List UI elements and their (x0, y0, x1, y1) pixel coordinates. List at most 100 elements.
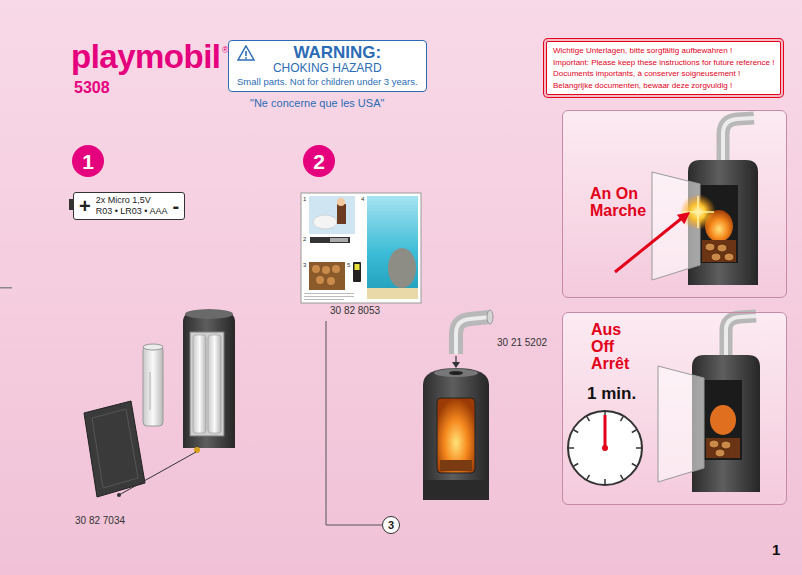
stove-on (711, 253, 721, 261)
step-number: 1 (72, 145, 104, 177)
sticker-sheet (322, 266, 330, 274)
arrow (677, 212, 690, 224)
off-text: Aus Off Arrêt (591, 322, 629, 372)
stove-on (682, 211, 714, 213)
battery-stove (185, 309, 233, 319)
battery-cell (150, 372, 151, 410)
page-number: 1 (772, 542, 780, 557)
stove-on (717, 244, 727, 252)
callout-number: 3 (382, 516, 400, 534)
sticker-number: 2 (302, 236, 307, 242)
stove-on (705, 243, 715, 251)
stove-off (721, 441, 731, 449)
sticker-sheet (337, 198, 345, 206)
warning-icon (238, 46, 254, 60)
stove (423, 480, 489, 500)
instruction-line: Documents importants, à conserver soigne… (553, 68, 774, 80)
instruction-line: Important: Please keep these instruction… (553, 57, 774, 69)
stove (452, 362, 460, 368)
set-number: 5308 (74, 80, 110, 96)
region-note: "Ne concerne que les USA" (250, 98, 384, 109)
sticker-sheet (332, 265, 340, 273)
stove (455, 356, 456, 362)
leader-line (117, 493, 121, 497)
stove-on (724, 253, 734, 261)
sticker-sheet (330, 238, 348, 242)
sticker-sheet (353, 262, 361, 282)
battery-spec: R03 • LR03 • AAA (96, 206, 168, 217)
on-panel: An On Marche (562, 110, 787, 298)
sticker-sheet (304, 293, 354, 294)
clock (602, 445, 608, 451)
instruction-line: Belangrijke documenten, bewaar deze zorg… (553, 80, 774, 92)
stove-on (652, 118, 758, 285)
warning-note: Small parts. Not for children under 3 ye… (237, 76, 418, 87)
stove (487, 310, 493, 324)
sticker-sheet (301, 193, 421, 303)
sticker-sheet (388, 248, 416, 288)
sticker-number: 5 (346, 262, 351, 268)
clock (632, 430, 636, 433)
clock (636, 447, 641, 449)
clock (632, 464, 636, 467)
stove-off (709, 440, 719, 448)
sticker-sheet (304, 299, 344, 300)
sticker-sheet (367, 288, 418, 299)
warning-heading: WARNING: (237, 44, 418, 62)
step-number-text: 2 (313, 151, 325, 172)
battery-label: +2x Micro 1,5VR03 • LR03 • AAA- (73, 192, 185, 220)
warning-icon (237, 45, 255, 61)
leader-line (119, 452, 196, 495)
sticker-sheet (313, 215, 337, 229)
clock (568, 411, 642, 485)
clock (604, 479, 606, 484)
stove (437, 398, 475, 473)
sticker-sheet (301, 193, 421, 303)
battery-cell (143, 344, 163, 426)
sticker-sheet (355, 264, 360, 270)
stove (440, 460, 472, 471)
part-number: 30 21 5202 (497, 338, 547, 348)
stove-on (723, 118, 754, 164)
sticker-sheet (367, 196, 418, 299)
part-number: 30 82 8053 (330, 306, 380, 316)
stove-off (706, 438, 740, 458)
sticker-sheet (310, 237, 350, 243)
clock (621, 475, 624, 479)
stove (423, 310, 493, 500)
clock (587, 475, 590, 479)
stove-off (658, 366, 704, 482)
stove (434, 369, 478, 377)
step-number-text: 1 (82, 151, 94, 172)
battery-cover (84, 401, 145, 497)
clock (604, 415, 607, 448)
clock (574, 464, 578, 467)
clock (569, 412, 641, 484)
warning-icon (245, 57, 247, 59)
stove-off (658, 316, 760, 492)
battery-cell (143, 346, 163, 426)
sticker-sheet (337, 204, 346, 224)
stove (456, 317, 490, 354)
stove-on (723, 118, 754, 164)
off-panel: Aus Off Arrêt1 min. (562, 312, 787, 505)
warning-box: WARNING:CHOKING HAZARDSmall parts. Not f… (228, 40, 427, 92)
battery-cover (84, 401, 145, 497)
arrow (615, 212, 690, 272)
sticker-number: 1 (302, 196, 307, 202)
battery-cover (92, 409, 138, 488)
stove-on (680, 194, 716, 230)
clock (568, 411, 642, 485)
instruction-line: Wichtige Unterlagen, bitte sorgfältig au… (553, 45, 774, 57)
clock (574, 430, 578, 433)
battery-stove (190, 332, 224, 436)
battery-stove (183, 312, 235, 448)
clock (587, 417, 590, 421)
panel-ground (562, 312, 787, 505)
sticker-sheet (316, 276, 324, 284)
stove-on (702, 240, 736, 262)
sticker-sheet (327, 277, 335, 285)
hazard-text: CHOKING HAZARD (237, 62, 418, 76)
